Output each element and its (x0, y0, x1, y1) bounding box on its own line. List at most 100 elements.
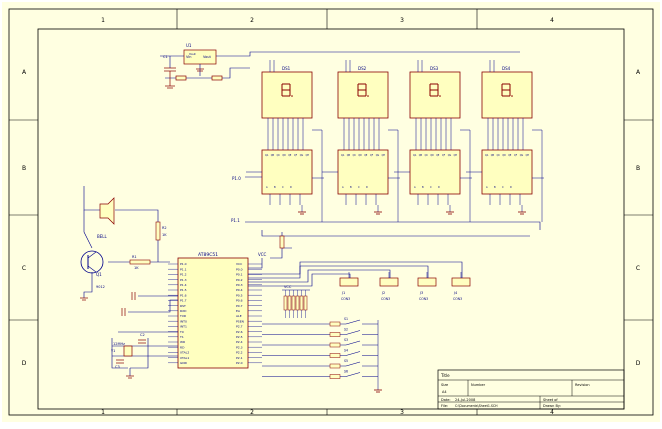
mcu-left-pin-label: XTAL2 (180, 351, 189, 355)
array-resistor (291, 295, 296, 311)
key-ref: S2 (344, 328, 348, 332)
driver-pin-label: A (266, 186, 268, 189)
driver-pin-label: QC (353, 154, 357, 157)
driver-pin-label: QH (454, 154, 458, 157)
key-switch-icon (345, 330, 361, 335)
mcu-body (177, 257, 249, 369)
decimal-point (439, 95, 441, 97)
mcu-right-pin-label: P0.2 (236, 278, 243, 282)
connector-label: CON3 (381, 297, 390, 301)
driver-pin-label: A (486, 186, 488, 189)
net-label-p10: P1.0 (232, 176, 241, 181)
mcu-left-pin-label: INT0 (180, 319, 187, 323)
key-switch-icon (345, 340, 361, 346)
resistor-r2-ref: R2 (162, 226, 167, 230)
driver-pin-label: QG (300, 154, 304, 157)
driver-pin-label: QA (413, 154, 417, 157)
driver-pin-label: QF (294, 154, 298, 157)
title-block: Title Size A4 Number Revision Date: 24-J… (437, 369, 625, 410)
mcu-right-pin-label: P0.1 (236, 273, 243, 277)
size-caption: Size (441, 383, 448, 387)
regulator-caps (164, 67, 223, 89)
right-zone-label: C (636, 265, 640, 272)
key-ref: S1 (344, 317, 348, 321)
driver-pin-label: C (430, 186, 432, 189)
regulator-ref: U1 (186, 43, 192, 48)
seven-segment-display (337, 71, 389, 119)
top-zone-label: 1 (101, 17, 105, 24)
zone-ticks (9, 9, 653, 415)
mcu-left-pin-label: P1.3 (180, 278, 187, 282)
seven-segment-display (261, 71, 313, 119)
array-resistor (283, 295, 288, 311)
pullup-resistor (279, 235, 285, 249)
mcu-pins: P1.0P1.1P1.2P1.3P1.4P1.5P1.6P1.7RSTRXDTX… (168, 262, 262, 365)
mcu-right-pin-label: P2.4 (236, 340, 243, 344)
cap-ref-c2: C2 (140, 333, 145, 337)
connector-ref: J3 (419, 291, 423, 295)
key-switch-icon (345, 361, 361, 367)
mcu-left-pin-label: P1.1 (180, 267, 187, 271)
driver-pin-label: D (438, 186, 440, 189)
array-vcc-label: VCC (284, 285, 292, 289)
mcu-right-pin-label: VCC (236, 262, 242, 266)
segment-glyph (357, 83, 367, 97)
driver-pin-label: D (290, 186, 292, 189)
clock-reset-section: Y1 12MHz C2 C3 (111, 292, 178, 379)
mcu-left-pin-label: RXD (180, 309, 187, 313)
connector-ref: J4 (453, 291, 458, 295)
driver-pin-label: A (414, 186, 416, 189)
driver-pin-label: D (510, 186, 512, 189)
segment-glyph (429, 83, 439, 97)
left-zone-label: D (22, 360, 27, 367)
mcu-left-pin-label: RST (180, 304, 186, 308)
mcu-right-pin-label: P2.0 (236, 361, 243, 365)
left-zone-label: A (22, 69, 27, 76)
driver-pin-label: QH (526, 154, 530, 157)
driver-pin-label: QC (425, 154, 429, 157)
display-ref: DS3 (430, 66, 439, 71)
decimal-point (367, 95, 369, 97)
key-ref: S5 (344, 359, 348, 363)
mcu-left-pin-label: T1 (179, 335, 184, 339)
mcu-right-pin-label: P0.6 (236, 299, 243, 303)
segment-glyph (281, 83, 291, 97)
resistor-r2-label: 1K (162, 233, 167, 237)
array-resistor (287, 295, 292, 311)
mcu-right-pin-label: P2.1 (236, 356, 243, 360)
crystal-ref: Y1 (111, 349, 115, 353)
key-resistor (329, 374, 341, 379)
mcu-right-pin-label: EA (236, 309, 241, 313)
left-zone-label: B (22, 165, 26, 172)
crystal-label: 12MHz (113, 342, 125, 346)
mcu-right-pin-label: P0.3 (236, 283, 243, 287)
driver-chip (337, 149, 389, 195)
display-ref: DS2 (358, 66, 367, 71)
connector-body (417, 277, 437, 287)
file-caption: File: (441, 404, 448, 408)
top-zone-label: 2 (250, 17, 254, 24)
mcu-left-pin-label: P1.7 (180, 299, 187, 303)
driver-pin-label: QH (306, 154, 310, 157)
driver-pin-label: QE (508, 154, 512, 157)
seven-segment-display (481, 71, 533, 119)
display-ref: DS4 (502, 66, 511, 71)
crystal-icon (123, 345, 133, 357)
connector-label: CON3 (341, 297, 350, 301)
resistor-r2 (155, 221, 161, 241)
mcu-right-pin-label: P0.5 (236, 293, 243, 297)
vcc-label: VCC (258, 252, 267, 257)
left-zone-label: C (22, 265, 26, 272)
driver-pin-label: QD (430, 154, 434, 157)
mcu-left-pin-label: P1.2 (180, 273, 187, 277)
mcu-left-pin-label: GND (180, 361, 188, 365)
cap-ref-c1: C1 (163, 55, 168, 59)
bottom-zone-label: 2 (250, 409, 254, 416)
regulator-pin-label: Vout (203, 55, 211, 59)
driver-pin-label: QA (485, 154, 489, 157)
connector-label: CON3 (453, 297, 462, 301)
mcu-right-pin-label: P2.6 (236, 330, 243, 334)
